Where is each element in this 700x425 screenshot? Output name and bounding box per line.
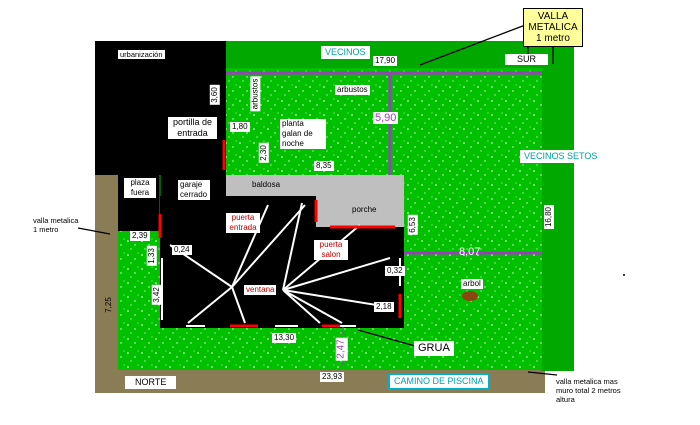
dimension-3-60: 3,60 [209, 85, 220, 105]
closed-garage-label: garaje cerrado [178, 180, 210, 200]
dimension-8-35: 8,35 [314, 161, 334, 171]
dimension-0-24: 0,24 [172, 245, 192, 255]
dimension-6-53: 6,53 [407, 215, 418, 235]
neighbors-hedges-label: VECINOS SETOS [520, 150, 602, 163]
crane-label: GRUA [414, 341, 454, 356]
dimension-0-32: 0,32 [385, 266, 405, 276]
outdoor-parking-label: plaza fuera [124, 178, 156, 198]
dimension-8-07: 8,07 [459, 246, 481, 258]
dimension-3-42: 3,42 [151, 285, 162, 305]
dimension-16-80: 16,80 [544, 204, 555, 230]
dimension-1-33: 1,33 [146, 246, 157, 266]
urbanization-label: urbanización [118, 50, 165, 59]
porch-label: porche [352, 205, 377, 214]
dimension-5-90: 5,90 [373, 112, 399, 124]
stray-dot [623, 274, 625, 276]
dimension-13-30: 13,30 [272, 333, 297, 343]
gate-label: portilla de entrada [168, 117, 217, 139]
south-label: SUR [505, 54, 549, 65]
dimension-7-25: 7,25 [103, 295, 114, 315]
dimension-1-80: 1,80 [230, 122, 250, 132]
entrance-door-label: puerta entrada [226, 213, 260, 233]
dimension-17-90: 17,90 [373, 56, 398, 66]
neighbors-top-label: VECINOS [321, 46, 370, 59]
metal-fence-wall-label: valla metalica mas muro total 2 metros a… [556, 377, 621, 404]
dimension-23-93: 23,93 [320, 372, 345, 382]
window-label: ventana [244, 285, 277, 295]
paving-label: baldosa [252, 180, 281, 189]
tree-label: arbol [461, 279, 483, 289]
shrubs-center-label: arbustos [335, 85, 370, 95]
metal-fence-left-label: valla metalica 1 metro [33, 216, 79, 234]
urbanization-block [95, 41, 226, 175]
metal-fence-callout: VALLA METALICA 1 metro [523, 8, 583, 47]
door-marks [158, 140, 402, 328]
tree-icon [462, 291, 478, 301]
living-room-door-label: puerta salon [314, 240, 348, 260]
dimension-2-18: 2,18 [374, 302, 394, 312]
porch-slab [316, 175, 404, 227]
interior-fence-lines [226, 71, 541, 255]
dimension-2-47: 2,47 [335, 337, 348, 361]
plant-label: planta galan de noche [280, 119, 326, 149]
shrubs-left-label: arbustos [250, 76, 261, 112]
north-label: NORTE [125, 376, 177, 389]
pool-path-label: CAMINO DE PISCINA [388, 373, 490, 390]
dimension-2-30: 2,30 [258, 143, 269, 163]
dimension-2-39: 2,39 [130, 231, 150, 241]
